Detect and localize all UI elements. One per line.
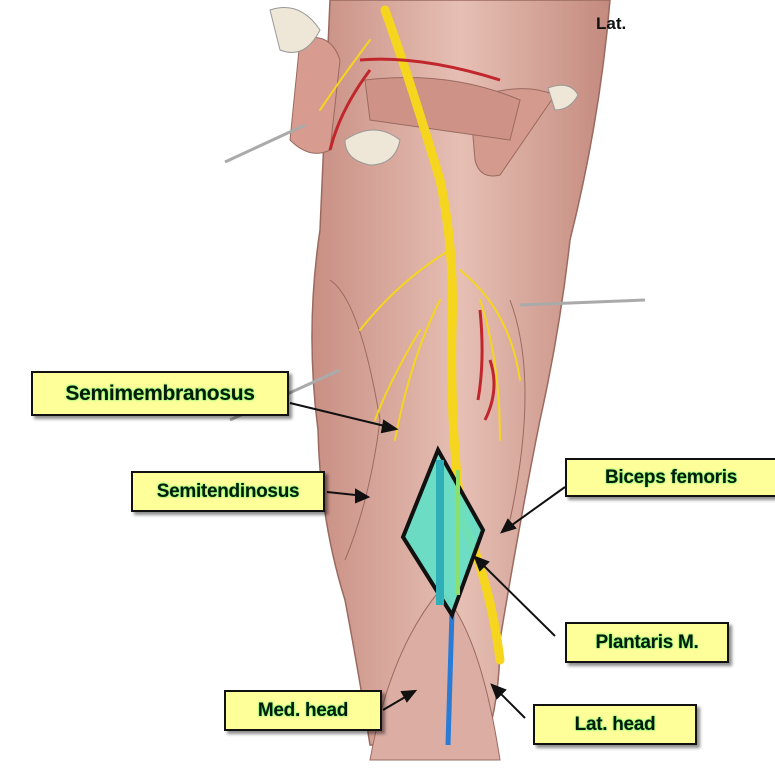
label-lat-head: Lat. head — [533, 704, 697, 745]
label-plantaris: Plantaris M. — [565, 622, 729, 663]
thigh-muscles — [269, 0, 611, 761]
label-med-head: Med. head — [224, 690, 382, 731]
label-semitendinosus: Semitendinosus — [131, 471, 325, 512]
sciatic-nerve — [319, 5, 521, 665]
pointer-arrows — [289, 402, 566, 719]
vein — [445, 611, 455, 746]
label-semimembranosus: Semimembranosus — [31, 371, 289, 416]
label-biceps-femoris: Biceps femoris — [565, 458, 775, 497]
lateral-orientation-label: Lat. — [596, 14, 627, 33]
arteries — [328, 57, 501, 421]
popliteal-fossa-diamond — [400, 445, 486, 620]
